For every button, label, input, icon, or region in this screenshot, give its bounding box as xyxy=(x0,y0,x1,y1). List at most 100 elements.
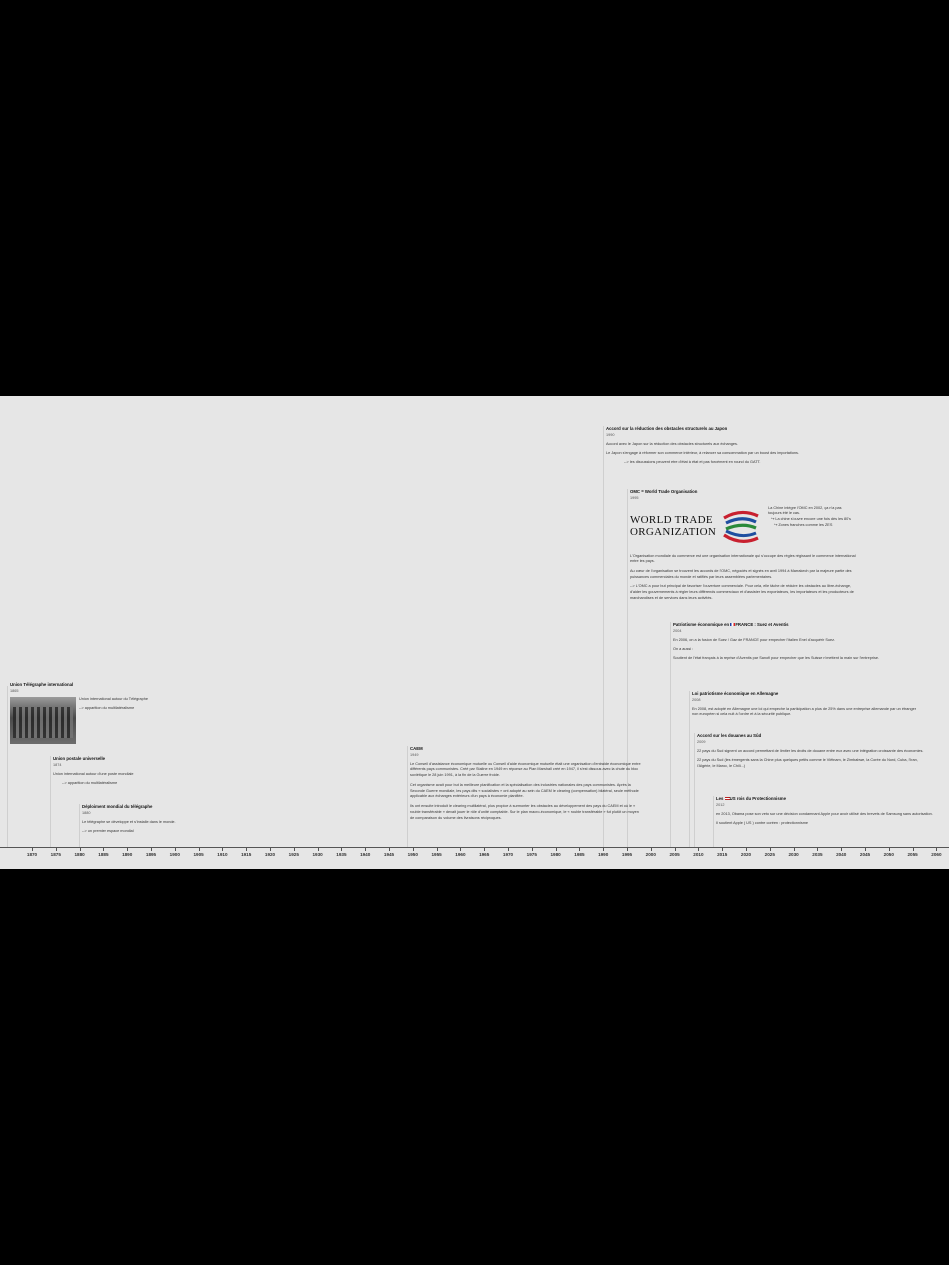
event-text: --> les discussions peuvent etre d'état … xyxy=(624,460,761,465)
guide-line xyxy=(689,691,690,847)
wto-swirl-icon xyxy=(723,510,759,543)
axis-tick xyxy=(746,848,747,851)
axis-year-label: 1870 xyxy=(26,852,38,857)
event-text: En 2008, est adopté en Allemagne une loi… xyxy=(692,706,916,717)
axis-tick xyxy=(508,848,509,851)
event-text: Union international autour d'une poste m… xyxy=(53,771,134,776)
event-text: --> apparition du multilatéralisme xyxy=(62,780,118,785)
axis-tick xyxy=(198,848,200,851)
event-title: Accord sur les douanes au Sûd xyxy=(697,733,762,738)
us-flag-icon xyxy=(724,797,730,801)
axis-tick xyxy=(222,848,224,851)
guide-line xyxy=(627,489,628,847)
event-year: 2012 xyxy=(716,802,725,807)
axis-tick xyxy=(936,848,938,851)
axis-tick xyxy=(365,848,367,851)
event-caem[interactable]: CAEM 1949 Le Conseil d'assistance économ… xyxy=(410,746,643,825)
event-text: Il soutient Apple ( US ) contre coréen :… xyxy=(716,820,809,825)
guide-line xyxy=(694,733,695,847)
axis-tick xyxy=(627,848,628,851)
axis-year-label: 1885 xyxy=(98,852,109,857)
event-text: Cet organisme avait pour but la meilleur… xyxy=(410,782,639,799)
axis-tick xyxy=(246,848,248,851)
event-us-protectionism[interactable]: Les US rois du Protectionnisme 2012 en 2… xyxy=(716,796,944,830)
axis-tick xyxy=(484,848,486,851)
axis-year-label: 1900 xyxy=(169,852,180,857)
axis-tick xyxy=(32,848,33,851)
event-text: Au cœur de l'organisation se trouvent le… xyxy=(630,568,852,579)
event-year: 2008 xyxy=(692,697,701,702)
event-text: Soutient de l'état français à la reprise… xyxy=(673,656,880,661)
axis-year-label: 2010 xyxy=(693,852,704,857)
guide-line xyxy=(50,756,51,847)
axis-tick xyxy=(55,848,57,851)
side-note: La Chine intègre l'OMC en 2002, ça n'a p… xyxy=(768,505,842,516)
axis-year-label: 1905 xyxy=(193,852,204,857)
logo-text: ORGANIZATION xyxy=(630,525,717,538)
event-patriotism-germany[interactable]: Loi patriotisme économique en Allemagne … xyxy=(692,691,918,722)
event-year: 1874 xyxy=(53,762,62,767)
event-title: Les US rois du Protectionnisme xyxy=(716,796,786,801)
axis-year-label: 1925 xyxy=(288,852,299,857)
event-omc[interactable]: OMC = World Trade Organisation 1995 WORL… xyxy=(630,489,862,605)
axis-year-label: 2035 xyxy=(812,852,823,857)
axis-tick xyxy=(841,848,843,851)
event-text: Le Conseil d'assistance économique mutue… xyxy=(410,761,641,778)
event-title: CAEM xyxy=(410,746,423,751)
guide-line xyxy=(79,804,80,847)
axis-tick xyxy=(412,848,414,851)
timeline-canvas[interactable]: Union Télégraphe international 1865 Unio… xyxy=(0,396,949,869)
axis-tick xyxy=(888,848,890,851)
axis-tick xyxy=(174,848,176,851)
axis-year-label: 2040 xyxy=(836,852,847,857)
event-title: Loi patriotisme économique en Allemagne xyxy=(692,691,779,696)
event-year: 2004 xyxy=(673,628,682,633)
event-text: 22 pays du Sud signent un accord permett… xyxy=(697,748,924,753)
axis-tick xyxy=(603,848,605,851)
axis-year-label: 1995 xyxy=(621,852,633,857)
guide-line xyxy=(603,426,604,847)
axis-year-label: 2045 xyxy=(859,852,871,857)
axis-tick xyxy=(698,848,700,851)
event-text: L'Organisation mondiale du commerce est … xyxy=(630,553,856,564)
guide-line xyxy=(670,622,671,847)
event-telegraph-union[interactable]: Union Télégraphe international 1865 Unio… xyxy=(10,682,180,744)
event-title: Union Télégraphe international xyxy=(10,682,74,687)
axis-tick xyxy=(817,848,819,851)
axis-tick xyxy=(769,848,771,851)
axis-year-label: 1940 xyxy=(360,852,371,857)
event-year: 1865 xyxy=(10,688,19,693)
event-title: Patriotisme économique en FRANCE : Suez … xyxy=(673,622,789,627)
axis-year-label: 1880 xyxy=(74,852,85,857)
axis-year-label: 1910 xyxy=(217,852,228,857)
axis-year-label: 1955 xyxy=(431,852,442,857)
axis-year-label: 1890 xyxy=(122,852,133,857)
event-south-customs[interactable]: Accord sur les douanes au Sûd 2009 22 pa… xyxy=(697,733,927,773)
event-title: Union postale universelle xyxy=(53,756,106,761)
event-text: en 2013, Obama pose son veto sur une déc… xyxy=(716,811,933,816)
event-patriotism-france[interactable]: Patriotisme économique en FRANCE : Suez … xyxy=(673,622,908,666)
event-text: --> un premier espace mondial xyxy=(82,828,134,833)
axis-year-label: 2005 xyxy=(669,852,680,857)
event-year: 2009 xyxy=(697,739,706,744)
axis-year-label: 1985 xyxy=(574,852,585,857)
axis-year-label: 2050 xyxy=(883,852,894,857)
axis-year-label: 1930 xyxy=(312,852,323,857)
event-japan-agreement[interactable]: Accord sur la réduction des obstacles st… xyxy=(606,426,856,470)
side-note: ↪ Zones franches comme les ZES xyxy=(774,523,833,528)
wto-logo: WORLD TRADE ORGANIZATION xyxy=(630,506,762,548)
axis-tick xyxy=(293,848,295,851)
event-postal-union[interactable]: Union postale universelle 1874 Union int… xyxy=(53,756,213,790)
event-year: 1990 xyxy=(606,432,615,437)
axis-tick xyxy=(531,848,533,851)
axis-year-label: 1945 xyxy=(383,852,395,857)
event-text: En 2006, on a la fusion de Suez / Gaz de… xyxy=(673,637,836,642)
event-telegraph-deployment[interactable]: Déploiment mondial du télégraphe 1880 Le… xyxy=(82,804,242,838)
event-title: Déploiment mondial du télégraphe xyxy=(82,804,153,809)
axis-year-label: 1960 xyxy=(455,852,466,857)
axis-tick xyxy=(722,848,724,851)
axis-tick xyxy=(912,848,914,851)
axis-year-label: 2060 xyxy=(931,852,942,857)
event-text: Union international autour du Télégraphe xyxy=(79,696,148,701)
event-title: Accord sur la réduction des obstacles st… xyxy=(606,426,728,431)
